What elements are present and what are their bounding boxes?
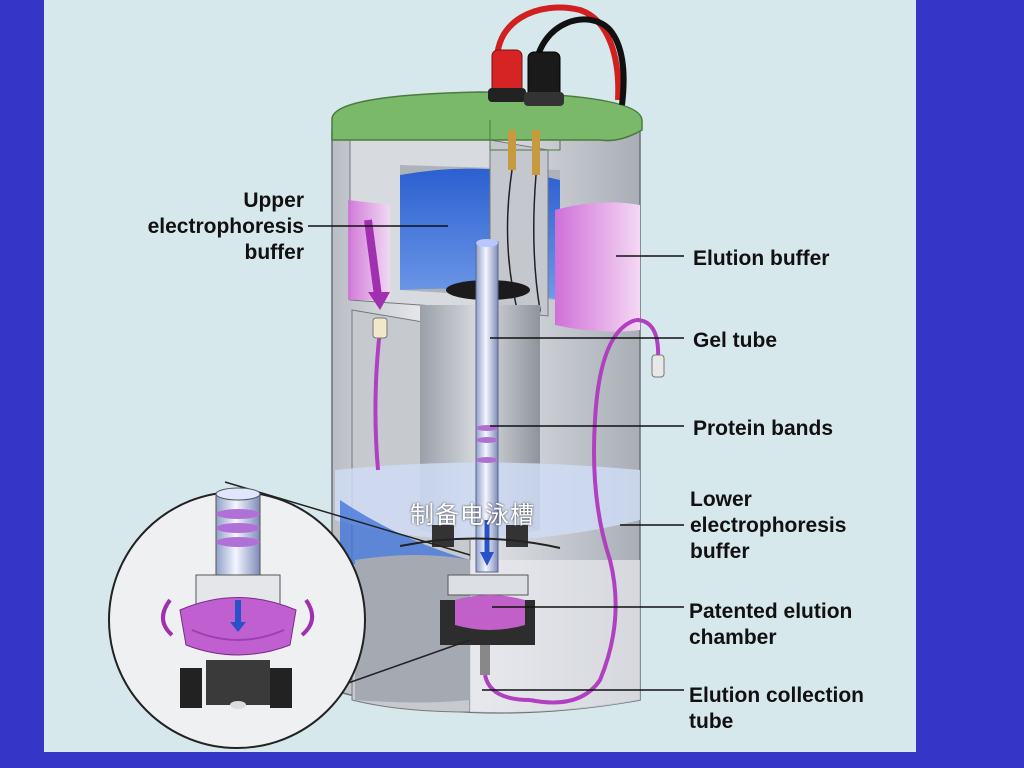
label-line: Elution collection [689, 684, 865, 707]
label-elution-collection-tube: Elution collection tube [689, 683, 864, 735]
collection-tube-outlet [651, 354, 665, 378]
gel-tube [446, 239, 530, 573]
electrode-connectors [488, 4, 627, 481]
label-line: Lower [690, 488, 752, 511]
label-elution-buffer: Elution buffer [693, 247, 830, 270]
label-patented-elution-chamber: Patented elution chamber [689, 599, 852, 651]
valve [372, 317, 388, 339]
label-line: buffer [244, 241, 305, 264]
inset-magnified-view [108, 481, 471, 749]
label-line: buffer [690, 540, 750, 563]
label-line: chamber [689, 626, 777, 649]
label-protein-bands: Protein bands [693, 417, 834, 440]
overlay-caption: 制备电泳槽 [410, 501, 535, 529]
label-line: Upper [243, 189, 304, 212]
lid [331, 91, 643, 151]
label-line: Patented elution [689, 600, 853, 623]
label-gel-tube: Gel tube [693, 329, 778, 352]
flow-arrows-upper [364, 219, 390, 310]
label-line: electrophoresis [147, 215, 304, 238]
leader-lines [308, 225, 684, 691]
upper-chamber-cutaway [348, 139, 640, 332]
elution-chamber [399, 525, 561, 675]
label-line: electrophoresis [690, 514, 847, 537]
label-line: tube [689, 710, 734, 733]
label-lower-electrophoresis-buffer: Lower electrophoresis buffer [690, 487, 846, 565]
label-upper-electrophoresis-buffer: Upper electrophoresis buffer [128, 188, 304, 266]
